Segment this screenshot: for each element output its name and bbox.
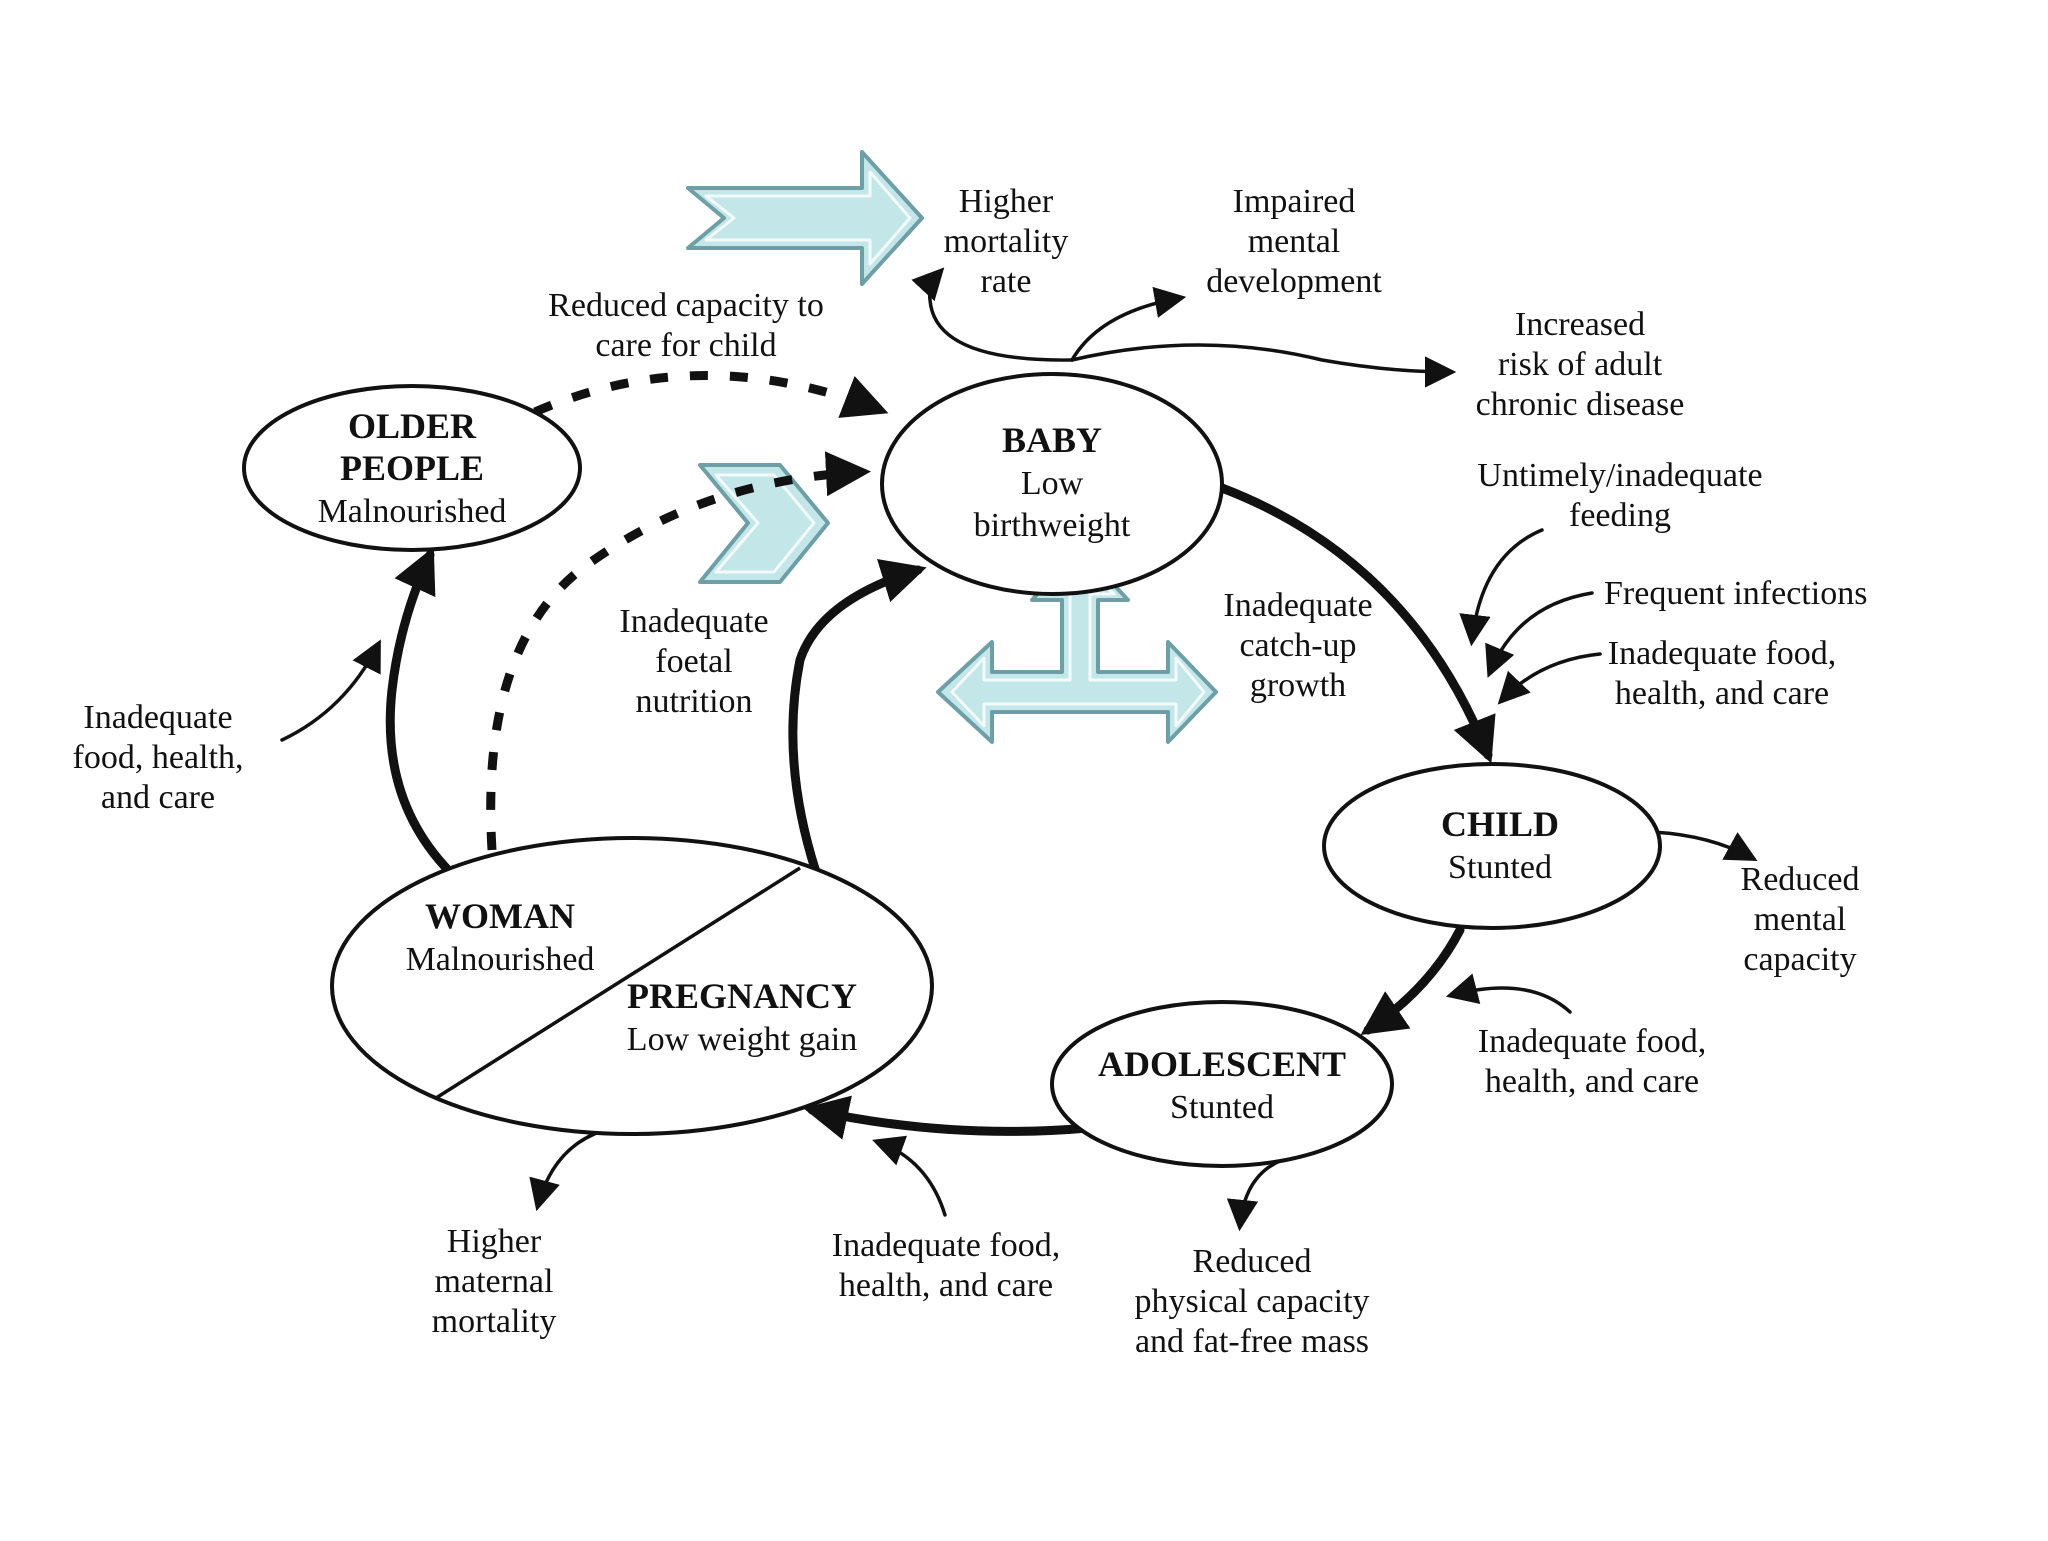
- input-catch-up-growth: Inadequate catch-up growth: [1223, 587, 1372, 704]
- outcome-line: chronic disease: [1476, 386, 1685, 423]
- older-people-title: OLDER: [348, 406, 477, 446]
- input-line: Reduced capacity to: [548, 287, 824, 324]
- input-line: catch-up: [1239, 627, 1356, 664]
- outcome-line: mortality: [944, 223, 1069, 260]
- input-line: growth: [1250, 667, 1346, 704]
- outcome-line: Impaired: [1233, 183, 1356, 220]
- adolescent-title: ADOLESCENT: [1098, 1044, 1346, 1084]
- outcome-reduced-mental-capacity: Reduced mental capacity: [1741, 861, 1860, 978]
- input-line: Inadequate food,: [1478, 1023, 1706, 1060]
- woman-to-older-arrow: [385, 546, 455, 877]
- outcome-line: mortality: [432, 1303, 557, 1340]
- pregnancy-title: PREGNANCY: [627, 976, 857, 1016]
- outcome-line: Reduced: [1193, 1243, 1312, 1280]
- reduced-physical-capacity-arrow: [1226, 1158, 1284, 1232]
- input-line: health, and care: [1485, 1063, 1699, 1100]
- input-line: Inadequate: [619, 603, 768, 640]
- input-line: care for child: [595, 327, 776, 364]
- cyan-arrow-right-icon: [686, 150, 924, 286]
- older-people-title-line2: PEOPLE: [340, 448, 484, 488]
- outcome-line: Increased: [1515, 306, 1645, 343]
- outcome-higher-maternal-mortality: Higher maternal mortality: [432, 1223, 557, 1340]
- pregnancy-food-input-arrow: [872, 1135, 947, 1217]
- child-food-input-arrow: [1497, 652, 1602, 705]
- adolescent-food-input-arrow: [1445, 973, 1572, 1014]
- outcome-reduced-physical-capacity: Reduced physical capacity and fat-free m…: [1134, 1243, 1369, 1360]
- outcome-line: physical capacity: [1134, 1283, 1369, 1320]
- maternal-mortality-arrow: [529, 1126, 614, 1212]
- outcome-line: mental: [1248, 223, 1341, 260]
- reduced-mental-capacity-arrow: [1650, 830, 1758, 862]
- input-reduced-care-capacity: Reduced capacity to care for child: [548, 287, 824, 364]
- input-foetal-nutrition: Inadequate foetal nutrition: [619, 603, 768, 720]
- adolescent-to-pregnancy-arrow: [803, 1095, 1093, 1140]
- input-line: health, and care: [1615, 675, 1829, 712]
- outcome-line: Reduced: [1741, 861, 1860, 898]
- node-older-people: OLDER PEOPLE Malnourished: [242, 384, 582, 552]
- baby-title: BABY: [1002, 420, 1102, 460]
- input-line: foetal: [655, 643, 732, 680]
- woman-pregnancy-divider: [435, 866, 801, 1100]
- input-untimely-feeding: Untimely/inadequate feeding: [1477, 457, 1762, 534]
- input-line: Inadequate: [1223, 587, 1372, 624]
- mental-development-outcome-arrow: [1070, 286, 1187, 362]
- node-woman-pregnancy: WOMAN Malnourished PREGNANCY Low weight …: [330, 836, 934, 1136]
- input-line: nutrition: [635, 683, 752, 720]
- outcome-line: maternal: [435, 1263, 554, 1300]
- outcome-line: capacity: [1743, 941, 1856, 978]
- node-baby: BABY Low birthweight: [880, 372, 1224, 596]
- outcome-line: mental: [1754, 901, 1847, 938]
- outcome-higher-mortality: Higher mortality rate: [944, 183, 1069, 300]
- child-title: CHILD: [1441, 804, 1559, 844]
- outcome-line: Higher: [447, 1223, 542, 1260]
- older-to-baby-dashed-arrow: [533, 371, 889, 418]
- input-line: health, and care: [839, 1267, 1053, 1304]
- input-line: Inadequate food,: [832, 1227, 1060, 1264]
- input-child-food-health-care: Inadequate food, health, and care: [1608, 635, 1836, 712]
- input-pregnancy-food-health-care: Inadequate food, health, and care: [832, 1227, 1060, 1304]
- older-people-subtitle: Malnourished: [318, 493, 507, 530]
- outcome-line: Higher: [959, 183, 1054, 220]
- feeding-input-arrow: [1459, 528, 1544, 647]
- node-adolescent: ADOLESCENT Stunted: [1050, 1000, 1394, 1168]
- input-line: food, health,: [73, 739, 244, 776]
- outcome-line: risk of adult: [1498, 346, 1663, 383]
- outcome-adult-chronic-disease: Increased risk of adult chronic disease: [1476, 306, 1685, 423]
- child-to-adolescent-arrow: [1360, 925, 1465, 1036]
- input-line: and care: [101, 779, 215, 816]
- node-child: CHILD Stunted: [1322, 762, 1662, 930]
- pregnancy-to-baby-arrow: [788, 559, 927, 877]
- child-subtitle: Stunted: [1448, 849, 1552, 886]
- mortality-outcome-arrow: [911, 267, 1074, 362]
- input-line: feeding: [1569, 497, 1671, 534]
- woman-subtitle: Malnourished: [406, 941, 595, 978]
- baby-subtitle-line2: birthweight: [974, 507, 1131, 544]
- input-line: Untimely/inadequate: [1477, 457, 1762, 494]
- older-food-input-arrow: [280, 639, 381, 742]
- adolescent-subtitle: Stunted: [1170, 1089, 1274, 1126]
- input-adolescent-food-health-care: Inadequate food, health, and care: [1478, 1023, 1706, 1100]
- baby-subtitle-line1: Low: [1021, 465, 1084, 502]
- outcome-line: development: [1206, 263, 1382, 300]
- chronic-disease-outcome-arrow: [1070, 343, 1457, 388]
- cyan-chevron-icon: [698, 463, 830, 584]
- input-older-food-health-care: Inadequate food, health, and care: [73, 699, 244, 816]
- input-line: Inadequate: [83, 699, 232, 736]
- infections-input-arrow: [1485, 591, 1594, 678]
- input-line: Inadequate food,: [1608, 635, 1836, 672]
- input-frequent-infections: Frequent infections: [1604, 575, 1867, 612]
- pregnancy-subtitle: Low weight gain: [627, 1021, 857, 1058]
- cyan-three-way-arrow-icon: [936, 546, 1218, 744]
- baby-to-child-arrow: [1217, 483, 1496, 764]
- outcome-impaired-mental-development: Impaired mental development: [1206, 183, 1382, 300]
- woman-title: WOMAN: [425, 896, 575, 936]
- outcome-line: and fat-free mass: [1135, 1323, 1369, 1360]
- outcome-line: rate: [981, 263, 1032, 300]
